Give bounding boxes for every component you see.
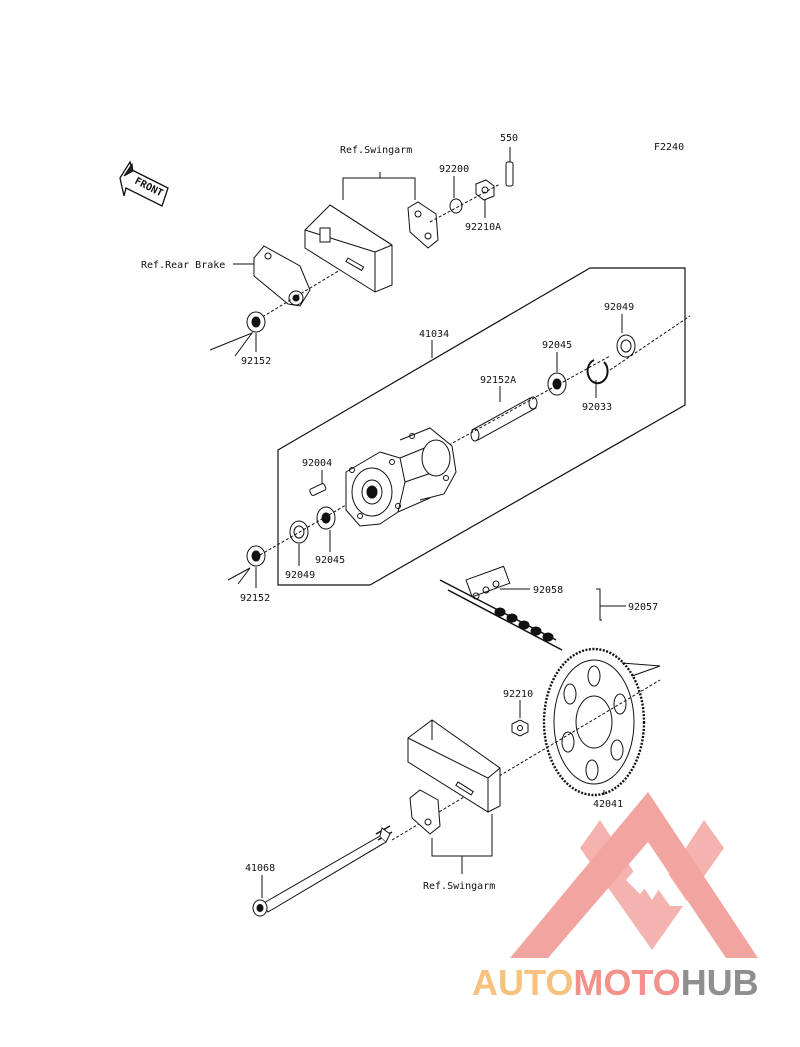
part-92049-left: 92049 bbox=[285, 570, 315, 581]
part-92045-left: 92045 bbox=[315, 555, 345, 566]
part-92049-right: 92049 bbox=[604, 302, 634, 313]
swingarm-bottom-bracket-lines bbox=[431, 814, 493, 874]
part-92045-right: 92045 bbox=[542, 340, 572, 351]
ref-swingarm-top: Ref.Swingarm bbox=[340, 145, 412, 156]
drive-chain-icon bbox=[439, 565, 563, 651]
watermark-text: AUTOMOTOHUB bbox=[472, 962, 759, 1004]
part-92057: 92057 bbox=[628, 602, 658, 613]
part-92210: 92210 bbox=[503, 689, 533, 700]
nut-92210A-icon bbox=[475, 179, 495, 201]
part-92004: 92004 bbox=[302, 458, 332, 469]
rear-brake-bracket-icon bbox=[253, 245, 311, 307]
swingarm-bottom-icon bbox=[407, 719, 501, 813]
circlip-92033-icon bbox=[586, 359, 609, 385]
swingarm-top-icon bbox=[304, 204, 393, 293]
part-92210A: 92210A bbox=[465, 222, 501, 233]
chain-adjuster-bottom-icon bbox=[409, 789, 441, 835]
ref-rear-brake: Ref.Rear Brake bbox=[141, 260, 225, 271]
part-92200: 92200 bbox=[439, 164, 469, 175]
ref-swingarm-bottom: Ref.Swingarm bbox=[423, 881, 495, 892]
part-92152-top: 92152 bbox=[241, 356, 271, 367]
part-41034: 41034 bbox=[419, 329, 449, 340]
seal-92049-right-icon bbox=[616, 334, 636, 358]
part-42041: 42041 bbox=[593, 799, 623, 810]
watermark-moto: MOTO bbox=[573, 962, 681, 1003]
cotter-pin-icon bbox=[505, 161, 514, 187]
part-92152A: 92152A bbox=[480, 375, 516, 386]
part-92058: 92058 bbox=[533, 585, 563, 596]
swingarm-top-bracket-lines bbox=[342, 172, 416, 200]
hub-assembly-box bbox=[277, 267, 686, 586]
sprocket-42041-icon bbox=[542, 647, 646, 797]
part-41068: 41068 bbox=[245, 863, 275, 874]
figure-code: F2240 bbox=[654, 142, 684, 153]
nut-92210-icon bbox=[511, 719, 529, 737]
spacer-tube-92152A-icon bbox=[470, 396, 538, 442]
automotohub-logo-icon bbox=[510, 792, 758, 958]
washer-92200-icon bbox=[449, 198, 463, 214]
wheel-hub-icon bbox=[345, 427, 457, 527]
part-550: 550 bbox=[500, 133, 518, 144]
axle-41068-icon bbox=[252, 825, 393, 917]
part-92152-bottom: 92152 bbox=[240, 593, 270, 604]
watermark-hub: HUB bbox=[680, 962, 759, 1003]
watermark-auto: AUTO bbox=[472, 962, 574, 1003]
part-92033: 92033 bbox=[582, 402, 612, 413]
chain-adjuster-top-icon bbox=[407, 201, 439, 249]
front-arrow-icon bbox=[119, 160, 169, 207]
stud-92004-icon bbox=[309, 483, 327, 496]
